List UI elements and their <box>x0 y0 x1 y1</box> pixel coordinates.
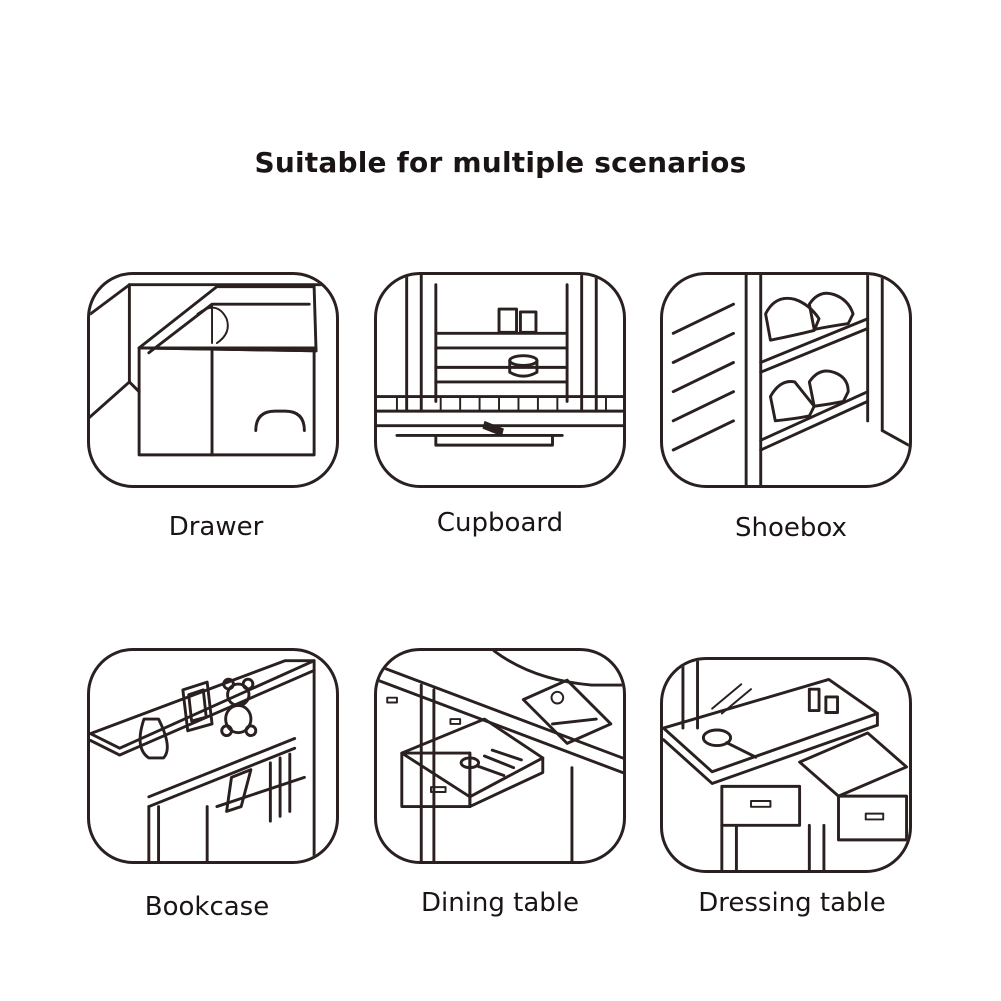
dressing-table-card <box>660 657 912 873</box>
shoebox-label: Shoebox <box>735 513 847 543</box>
page-title: Suitable for multiple scenarios <box>254 146 747 179</box>
dining-table-icon <box>377 651 623 861</box>
dressing-table-icon <box>663 660 909 870</box>
drawer-card <box>87 272 339 488</box>
cupboard-card <box>374 272 626 488</box>
shoebox-card <box>660 272 912 488</box>
bookcase-icon <box>90 659 316 861</box>
dressing-table-label: Dressing table <box>698 888 886 918</box>
bookcase-card <box>87 648 339 864</box>
dining-table-label: Dining table <box>420 888 580 918</box>
cupboard-icon <box>377 275 623 447</box>
drawer-icon <box>90 283 336 457</box>
bookcase-label: Bookcase <box>144 892 270 922</box>
drawer-label: Drawer <box>168 512 264 542</box>
dining-table-card <box>374 648 626 864</box>
cupboard-label: Cupboard <box>436 508 564 538</box>
shoebox-icon <box>671 275 909 485</box>
